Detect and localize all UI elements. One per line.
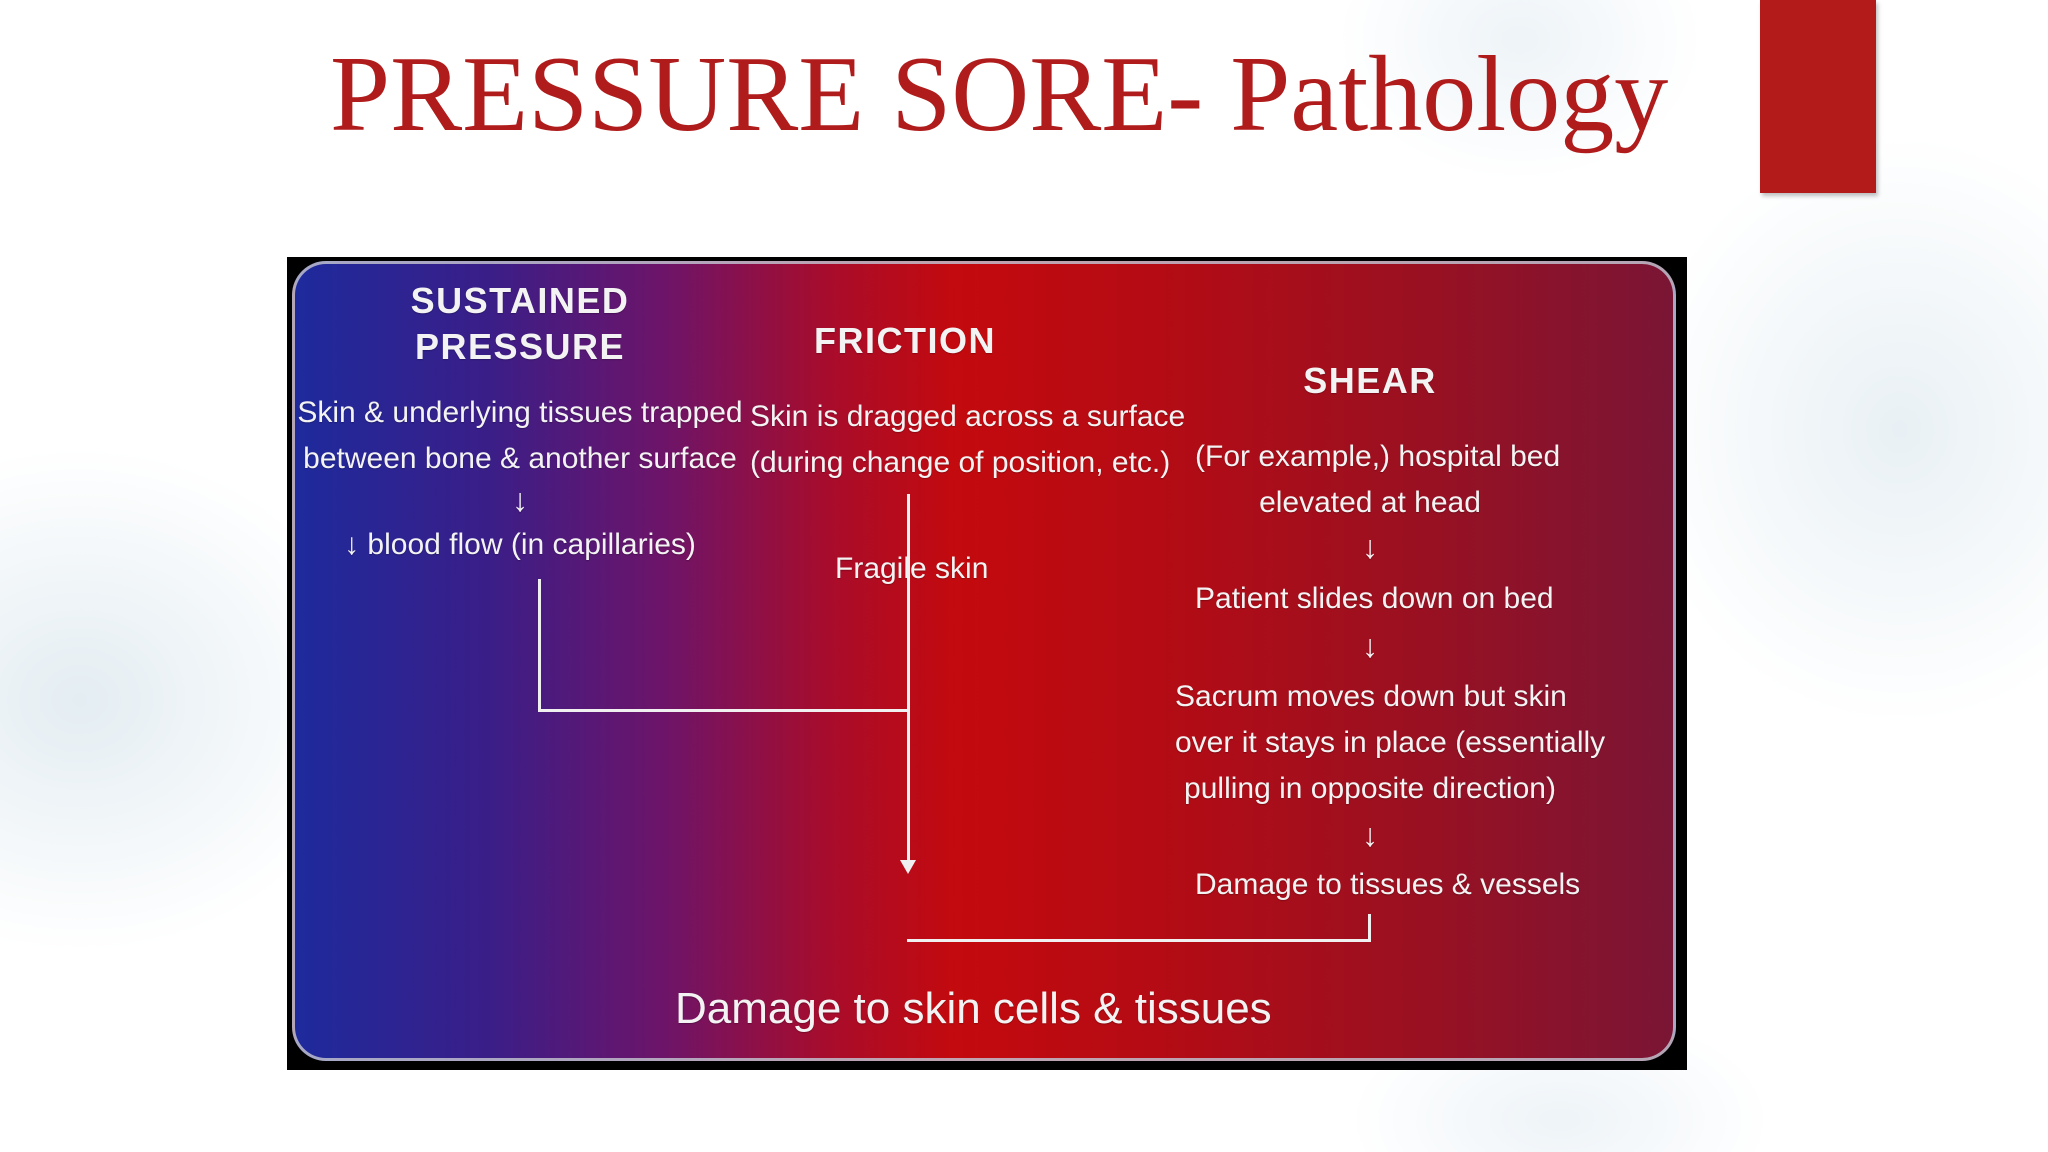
final-outcome: Damage to skin cells & tissues — [675, 984, 1272, 1033]
sustained-heading-line1: SUSTAINED — [410, 280, 630, 321]
sustained-heading-line2: PRESSURE — [414, 326, 626, 367]
shear-step3-line2: over it stays in place (essentially — [1175, 726, 1606, 759]
sustained-arrow: ↓ — [512, 482, 528, 518]
shear-arrow-2: ↓ — [1362, 628, 1378, 664]
shear-arrow-3: ↓ — [1362, 817, 1378, 853]
friction-text-line1: Skin is dragged across a surface — [750, 400, 1186, 433]
shear-step3-line1: Sacrum moves down but skin — [1175, 680, 1567, 713]
friction-connector-arrowhead — [900, 860, 916, 874]
friction-connector-vertical — [907, 494, 910, 862]
shear-step-slides: Patient slides down on bed — [1195, 582, 1554, 615]
sustained-pressure-text: Skin & underlying tissues trapped betwee… — [295, 390, 745, 482]
shear-step3-line3: pulling in opposite direction) — [1184, 772, 1556, 805]
fragile-skin-label: Fragile skin — [835, 552, 989, 585]
shear-heading: SHEAR — [1303, 360, 1437, 401]
shear-connector-horizontal — [907, 939, 1371, 942]
shear-text-line2: elevated at head — [1259, 486, 1481, 519]
sustained-connector-vertical — [538, 579, 541, 712]
friction-heading: FRICTION — [814, 320, 996, 361]
blood-flow-result: ↓ blood flow (in capillaries) — [344, 528, 696, 561]
diagram-panel: SUSTAINED PRESSURE Skin & underlying tis… — [292, 261, 1676, 1061]
slide-title: PRESSURE SORE- Pathology — [330, 35, 1669, 154]
friction-text-line2: (during change of position, etc.) — [750, 446, 1171, 479]
sustained-text-line1: Skin & underlying tissues trapped — [297, 396, 743, 429]
friction-text: Skin is dragged across a surface (during… — [750, 394, 1186, 486]
shear-step-sacrum: Sacrum moves down but skin over it stays… — [1175, 674, 1606, 812]
shear-text: (For example,) hospital bed elevated at … — [1195, 434, 1561, 526]
sustained-pressure-heading: SUSTAINED PRESSURE — [315, 278, 725, 370]
shear-arrow-1: ↓ — [1362, 529, 1378, 565]
sustained-text-line2: between bone & another surface — [303, 442, 737, 475]
shear-connector-vertical — [1368, 914, 1371, 942]
sustained-connector-horizontal — [538, 709, 910, 712]
shear-step-damage: Damage to tissues & vessels — [1195, 868, 1581, 901]
pathology-diagram: SUSTAINED PRESSURE Skin & underlying tis… — [287, 257, 1687, 1070]
shear-text-line1: (For example,) hospital bed — [1195, 440, 1561, 473]
accent-tab — [1760, 0, 1876, 193]
